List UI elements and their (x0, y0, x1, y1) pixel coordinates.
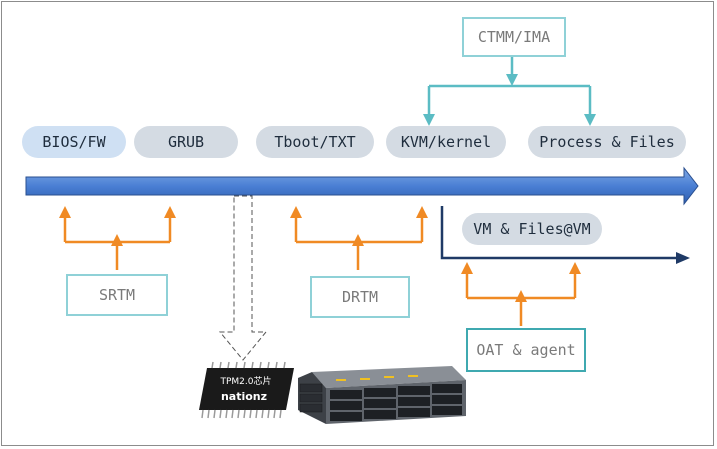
server-image (298, 366, 466, 424)
stage-vm-label: VM & Files@VM (473, 220, 591, 238)
oat-label: OAT & agent (476, 341, 576, 359)
stage-process: Process & Files (528, 126, 686, 158)
tpm-dashed-arrow (218, 195, 268, 361)
drtm-box: DRTM (310, 276, 410, 318)
timeline-arrow (25, 166, 699, 206)
stage-grub: GRUB (134, 126, 238, 158)
stage-bios-label: BIOS/FW (42, 133, 106, 151)
ctmm-label: CTMM/IMA (477, 28, 551, 46)
stage-vm: VM & Files@VM (462, 213, 602, 245)
ctmm-box: CTMM/IMA (462, 17, 566, 57)
stage-kvm-label: KVM/kernel (400, 133, 492, 151)
srtm-box: SRTM (66, 274, 168, 316)
chip-label-model: TPM2.0芯片 (219, 375, 271, 387)
oat-box: OAT & agent (466, 328, 586, 372)
stage-tboot-label: Tboot/TXT (274, 133, 356, 151)
stage-process-label: Process & Files (539, 133, 675, 151)
ctmm-connectors (427, 56, 592, 118)
drtm-label: DRTM (341, 288, 379, 306)
stage-grub-label: GRUB (167, 133, 205, 151)
vm-branch-arrow (440, 206, 678, 260)
stage-kvm: KVM/kernel (386, 126, 506, 158)
chip-label-vendor: nationz (221, 390, 267, 403)
srtm-label: SRTM (98, 286, 136, 304)
tpm-chip-image: TPM2.0芯片 nationz (199, 361, 294, 419)
stage-tboot: Tboot/TXT (256, 126, 374, 158)
stage-bios: BIOS/FW (22, 126, 126, 158)
